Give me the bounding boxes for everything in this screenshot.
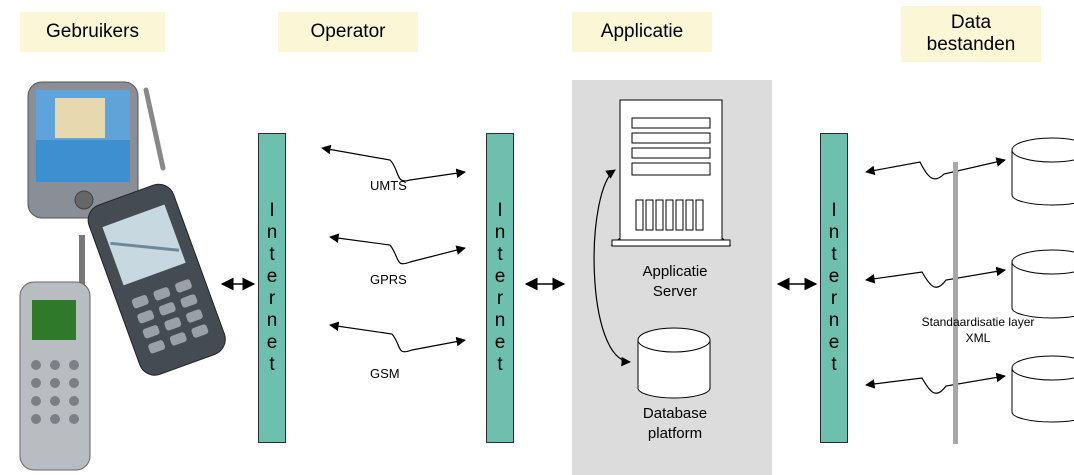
gprs-link	[329, 233, 466, 265]
internet-letter: n	[828, 310, 840, 331]
internet-letter: I	[831, 200, 837, 221]
internet-bar-3: I n t e r n e t	[820, 133, 848, 443]
header-data-line1: Data	[950, 12, 992, 33]
database-cylinder-icon	[637, 327, 711, 399]
internet-letter: n	[828, 222, 840, 243]
internet-letter: t	[269, 244, 275, 265]
db-label-line2: platform	[647, 425, 703, 442]
nokia-phone-icon	[19, 235, 91, 471]
standardisation-line2: XML	[965, 331, 991, 345]
internet-letter: t	[831, 354, 837, 375]
header-users: Gebruikers	[20, 12, 165, 52]
server-label-line1: Applicatie	[642, 263, 708, 280]
internet-letter: I	[269, 200, 275, 221]
internet-letter: t	[831, 244, 837, 265]
data-link-3	[865, 372, 1006, 394]
header-data-line2: bestanden	[926, 34, 1016, 55]
internet-letter: n	[266, 310, 278, 331]
internet-letter: n	[494, 310, 506, 331]
network-label-umts: UMTS	[370, 178, 407, 193]
standardisation-layer-line	[953, 162, 958, 444]
data-link-1	[865, 157, 1006, 180]
pda-device-icon	[27, 81, 166, 219]
gsm-link	[329, 321, 466, 353]
internet-letter: e	[494, 266, 506, 287]
server-tower-icon	[610, 99, 732, 247]
internet-letter: r	[268, 288, 276, 309]
db-label-line1: Database	[642, 405, 708, 422]
data-file-1	[1011, 137, 1074, 206]
header-operator: Operator	[278, 12, 418, 52]
server-label-line2: Server	[652, 283, 698, 300]
internet-letter: r	[830, 288, 838, 309]
internet-bar-1: I n t e r n e t	[258, 133, 286, 443]
umts-link	[321, 144, 466, 182]
data-file-3	[1011, 355, 1074, 423]
data-link-2	[865, 266, 1006, 288]
internet-letter: e	[828, 266, 840, 287]
internet-letter: n	[266, 222, 278, 243]
network-label-gsm: GSM	[370, 366, 400, 381]
internet-letter: e	[828, 332, 840, 353]
internet-letter: t	[269, 354, 275, 375]
internet-bar-2: I n t e r n e t	[486, 133, 514, 443]
internet-letter: e	[494, 332, 506, 353]
database-platform-label: Database platform	[620, 404, 730, 444]
standardisation-label: Standaardisatie layer XML	[903, 314, 1053, 346]
header-application: Applicatie	[572, 12, 712, 52]
internet-letter: r	[496, 288, 504, 309]
internet-letter: t	[497, 244, 503, 265]
standardisation-line1: Standaardisatie layer	[921, 315, 1035, 329]
internet-letter: e	[266, 266, 278, 287]
internet-letter: n	[494, 222, 506, 243]
mobile-phone-icon	[87, 183, 226, 376]
data-file-2	[1011, 249, 1074, 319]
internet-letter: t	[497, 354, 503, 375]
internet-letter: e	[266, 332, 278, 353]
header-data-files: Data bestanden	[901, 6, 1041, 62]
server-database-link	[593, 169, 631, 367]
application-server-label: Applicatie Server	[620, 262, 730, 302]
network-label-gprs: GPRS	[370, 272, 407, 287]
internet-letter: I	[497, 200, 503, 221]
